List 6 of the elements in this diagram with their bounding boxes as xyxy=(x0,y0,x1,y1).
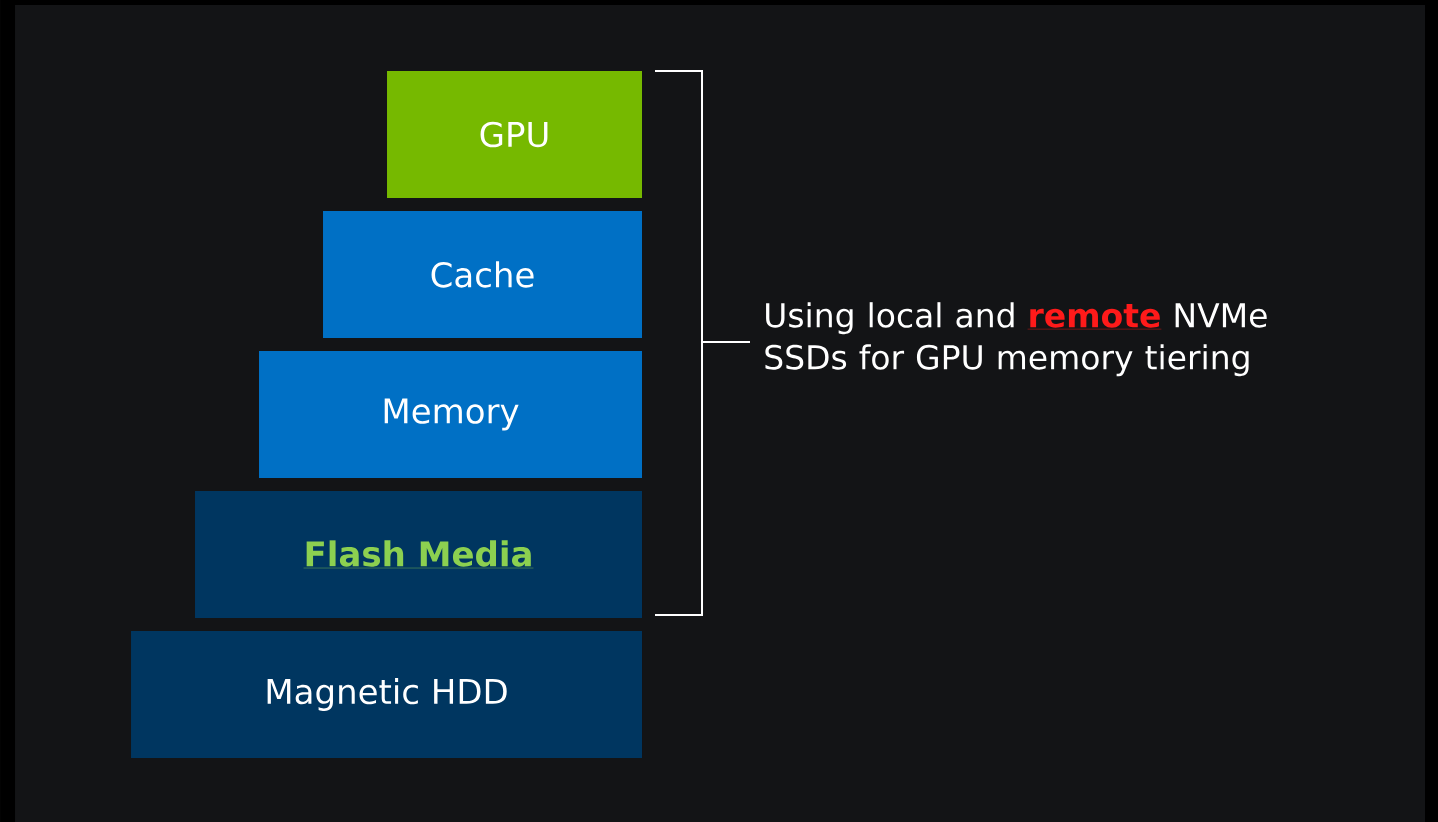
tier-box: Cache xyxy=(323,211,642,338)
tier-box: Flash Media xyxy=(195,491,642,618)
tier-box: GPU xyxy=(387,71,642,198)
tier-box: Magnetic HDD xyxy=(131,631,642,758)
note-text: Using local and remote NVMe SSDs for GPU memory tiering xyxy=(765,302,1267,377)
tier-box: Memory xyxy=(259,351,642,478)
